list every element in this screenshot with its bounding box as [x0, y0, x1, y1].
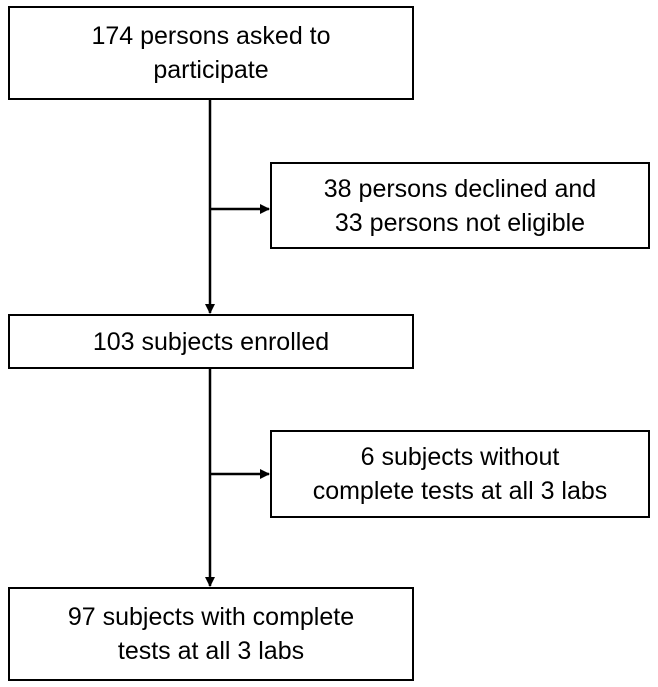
box-subjects-enrolled: 103 subjects enrolled	[8, 314, 414, 369]
box-excluded-incomplete-line2: complete tests at all 3 labs	[312, 477, 608, 505]
box-excluded-declined-line2: 33 persons not eligible	[334, 208, 586, 237]
box-persons-asked-line2: participate	[153, 56, 269, 84]
box-excluded-declined: 38 persons declined and 33 persons not e…	[270, 162, 650, 249]
box-excluded-incomplete-line1: 6 subjects without	[360, 443, 560, 471]
box-persons-asked: 174 persons asked to participate	[8, 6, 414, 100]
box-excluded-declined-line1: 38 persons declined and	[323, 174, 597, 203]
box-complete-subjects: 97 subjects with complete tests at all 3…	[8, 587, 414, 681]
box-excluded-incomplete: 6 subjects without complete tests at all…	[270, 430, 650, 518]
box-persons-asked-line1: 174 persons asked to	[91, 22, 331, 50]
box-complete-subjects-line2: tests at all 3 labs	[117, 637, 305, 665]
box-complete-subjects-line1: 97 subjects with complete	[67, 603, 355, 631]
box-subjects-enrolled-line1: 103 subjects enrolled	[92, 327, 330, 356]
